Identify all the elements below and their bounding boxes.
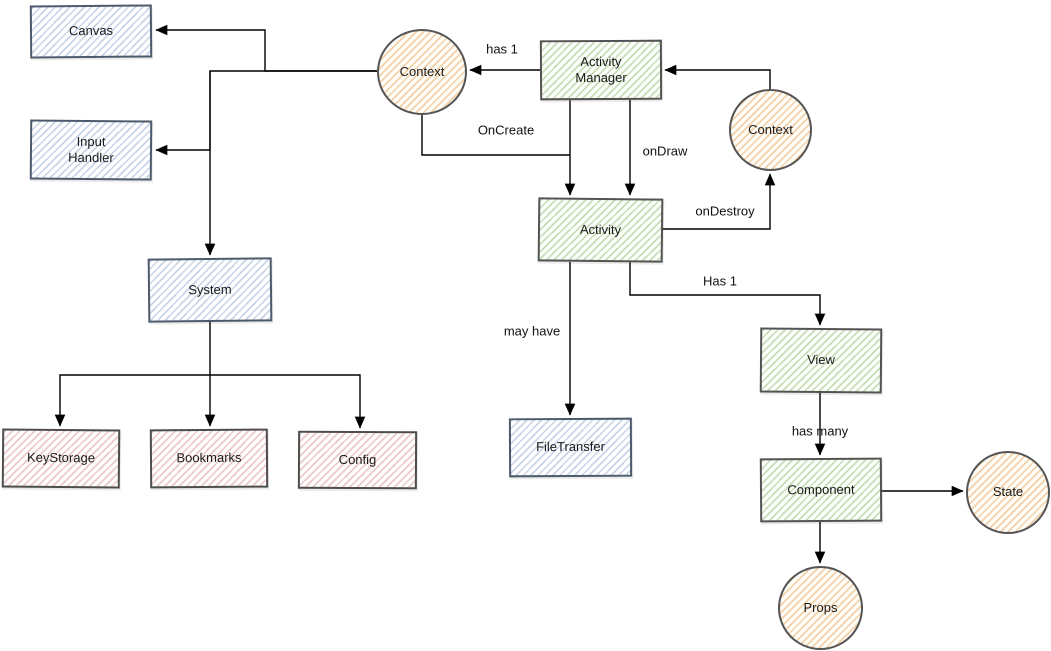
edge-label-has-1: has 1: [486, 41, 518, 57]
node-view-label: View: [806, 352, 836, 368]
node-keystorage-label: KeyStorage: [26, 450, 96, 466]
node-config-label: Config: [338, 451, 377, 467]
edge-label-has-many: has many: [791, 423, 849, 439]
node-component: Component: [759, 457, 883, 523]
node-activity: Activity: [537, 197, 664, 263]
node-filetransfer: FileTransfer: [508, 417, 633, 478]
edge-label-ondestroy: onDestroy: [695, 203, 755, 219]
node-canvas-label: Canvas: [68, 23, 114, 39]
edge-label-has-1-view: Has 1: [703, 273, 737, 289]
edge-system-to-config: [210, 374, 366, 429]
node-system: System: [147, 257, 273, 323]
node-context-left-label: Context: [399, 63, 445, 79]
node-props: Props: [778, 566, 863, 650]
node-bookmarks-label: Bookmarks: [176, 450, 242, 466]
node-input-handler-label: Input Handler: [68, 133, 114, 166]
node-activity-label: Activity: [579, 221, 622, 238]
node-context-left: Context: [377, 29, 467, 115]
edge-system-to-keystorage: [54, 322, 211, 427]
edge-context-oncreate: [421, 114, 570, 156]
node-activity-manager-label: Activity Manager: [575, 53, 627, 86]
node-activity-manager: Activity Manager: [539, 39, 663, 101]
edge-label-may-have: may have: [503, 323, 561, 339]
edge-activity-to-contextright-ondestroy: [663, 173, 776, 230]
edge-context-to-canvas: [155, 24, 377, 72]
node-context-right-label: Context: [748, 121, 793, 137]
node-filetransfer-label: FileTransfer: [536, 439, 605, 455]
node-component-label: Component: [787, 481, 855, 498]
edge-activity-to-view-has1: [629, 262, 826, 326]
node-context-right: Context: [729, 89, 812, 171]
node-props-label: Props: [803, 599, 838, 615]
node-bookmarks: Bookmarks: [149, 428, 269, 489]
node-keystorage: KeyStorage: [1, 428, 121, 489]
edge-label-oncreate: OnCreate: [477, 122, 535, 138]
node-state-label: State: [992, 484, 1024, 500]
edge-context-to-input-handler: [155, 70, 377, 156]
edge-label-ondraw: onDraw: [642, 143, 688, 159]
node-config: Config: [297, 430, 418, 490]
node-system-label: System: [188, 281, 232, 298]
edge-contextright-to-activitymanager: [664, 64, 771, 89]
node-state: State: [966, 451, 1050, 534]
node-canvas: Canvas: [29, 4, 153, 59]
node-view: View: [759, 327, 883, 394]
node-input-handler: Input Handler: [29, 119, 153, 181]
